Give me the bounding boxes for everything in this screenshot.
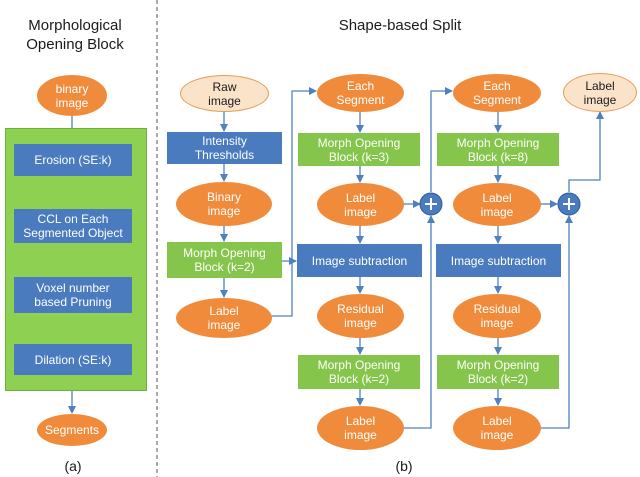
a-ccl: CCL on Each Segmented Object (14, 209, 132, 243)
arrow-d9 (568, 111, 604, 192)
c-morph-opening-k3: Morph Opening Block (k=3) (298, 133, 420, 166)
panel-b-title: Shape-based Split (338, 17, 462, 34)
c-residual-image: Residual image (317, 294, 404, 338)
b-binary-image: Binary image (176, 182, 272, 226)
a-erosion: Erosion (SE:k) (14, 144, 132, 176)
arrow-d8 (541, 215, 573, 429)
caption-a: (a) (64, 458, 82, 474)
b-raw-image: Raw image (180, 75, 269, 112)
d-morph-opening-k8: Morph Opening Block (k=8) (437, 133, 559, 166)
c-morph-opening-k2: Morph Opening Block (k=2) (298, 355, 420, 389)
arrow-c8 (404, 215, 435, 429)
arrow-b5 (271, 87, 317, 317)
d-label-image-top: Label image (453, 183, 541, 226)
d-residual-image: Residual image (453, 294, 541, 338)
caption-b: (b) (395, 458, 413, 474)
a-voxel-pruning: Voxel number based Pruning (14, 277, 132, 313)
c-label-image-bottom: Label image (317, 406, 404, 450)
b-morph-opening-k2: Morph Opening Block (k=2) (167, 242, 282, 278)
a-binary-image: binary image (37, 75, 107, 116)
b-label-image: Label image (176, 298, 272, 338)
d-image-subtraction: Image subtraction (436, 244, 561, 277)
arrow-c9 (430, 87, 453, 192)
a-dilation: Dilation (SE:k) (14, 344, 132, 375)
add-operator-1 (419, 192, 443, 216)
add-operator-2 (557, 192, 581, 216)
c-each-segment: Each Segment (317, 74, 404, 112)
d-label-image-bottom: Label image (453, 406, 541, 450)
b-intensity-thresholds: Intensity Thresholds (167, 132, 282, 164)
c-label-image-top: Label image (317, 183, 404, 226)
final-label-image: Label image (563, 73, 637, 112)
a-segments: Segments (37, 414, 107, 446)
c-image-subtraction: Image subtraction (297, 244, 422, 277)
d-morph-opening-k2: Morph Opening Block (k=2) (437, 355, 559, 389)
panel-a-title: Morphological Opening Block (26, 17, 124, 53)
d-each-segment: Each Segment (453, 74, 541, 112)
